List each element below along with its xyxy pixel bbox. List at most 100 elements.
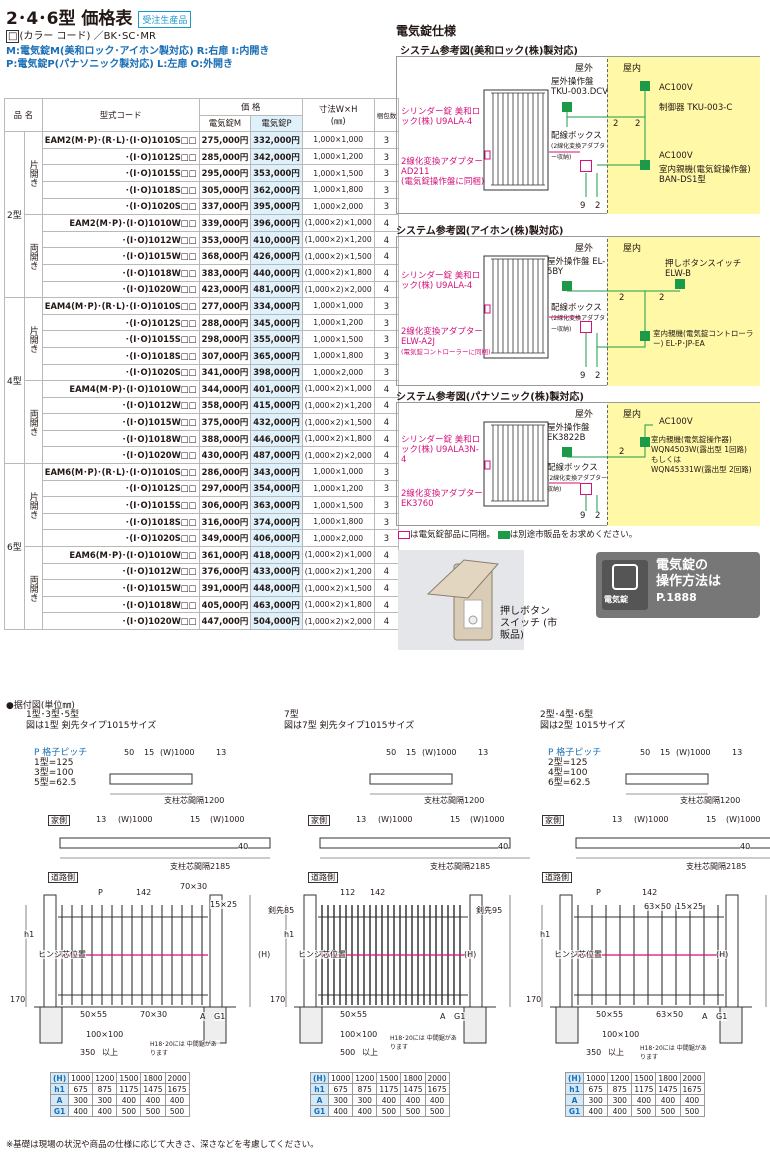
pm-cell: 337,000円 xyxy=(198,197,252,216)
pm-cell: 275,000円 xyxy=(198,131,252,149)
size-cell: 1,000×1,000 xyxy=(301,463,375,481)
dim-label: (W)1000 xyxy=(378,815,413,824)
dim-label: 以上 xyxy=(362,1048,378,1057)
pp-cell: 353,000円 xyxy=(250,164,303,182)
dim-cell: 1675 xyxy=(424,1083,450,1095)
opening-cell: 両開き xyxy=(23,546,43,630)
pm-cell: 423,000円 xyxy=(198,280,252,299)
dim-label: 13 xyxy=(732,748,743,757)
dim-label: (W)1000 xyxy=(634,815,669,824)
pp-cell: 395,000円 xyxy=(250,197,303,216)
dim-label: 15 xyxy=(706,815,717,824)
sys1-ac1: AC100V xyxy=(659,83,693,93)
dim-label: 70×30 xyxy=(140,1010,168,1019)
code-cell: EAM6(M･P)･(R･L)･(I･O)1010S□□ xyxy=(41,463,200,481)
dim-label: 以上 xyxy=(608,1048,624,1057)
sys1-n2c: 2 xyxy=(595,201,601,211)
pp-cell: 410,000円 xyxy=(250,230,303,249)
sys3-outside: 屋外 xyxy=(575,410,594,420)
dim-cell: 400 xyxy=(164,1094,190,1106)
dim-label: 63×50 xyxy=(656,1010,684,1019)
pm-cell: 341,000円 xyxy=(198,363,252,382)
pm-cell: 295,000円 xyxy=(198,164,252,182)
dim-cell: 400 xyxy=(328,1105,354,1117)
dim-cell: 400 xyxy=(92,1105,118,1117)
page-title: 2･4･6型 価格表受注生産品 xyxy=(6,4,192,29)
pm-cell: 307,000円 xyxy=(198,346,252,365)
dim-cell: G1 xyxy=(564,1105,585,1117)
size-cell: 1,000×1,000 xyxy=(301,131,375,149)
dim-label: 40 xyxy=(498,842,509,851)
dim-cell: 1000 xyxy=(583,1072,609,1084)
code-cell: ･(I･O)1012S□□ xyxy=(41,313,200,332)
dim-label: 350 xyxy=(586,1048,602,1057)
dim-label: 100×100 xyxy=(86,1030,124,1039)
dim-cell: 500 xyxy=(140,1105,166,1117)
code-cell: ･(I･O)1020W□□ xyxy=(41,446,200,465)
dim-cell: 1200 xyxy=(607,1072,633,1084)
dim-label: 13 xyxy=(478,748,489,757)
sys2-n2c: 2 xyxy=(595,371,601,381)
size-cell: (1,000×2)×1,000 xyxy=(301,214,375,232)
dim-label: h1 xyxy=(540,930,551,939)
dim-cell: 1000 xyxy=(328,1072,354,1084)
pp-cell: 463,000円 xyxy=(250,595,303,614)
dim-label: 15 xyxy=(450,815,461,824)
dim-label: (W)1000 xyxy=(422,748,457,757)
pm-cell: 349,000円 xyxy=(198,529,252,548)
opening-cell: 両開き xyxy=(23,214,43,299)
dim-cell: 1500 xyxy=(376,1072,402,1084)
dim-label: 道路側 xyxy=(542,872,572,883)
pp-cell: 334,000円 xyxy=(250,297,303,315)
dim-label: 支柱芯間隔1200 xyxy=(164,796,225,805)
pm-cell: 391,000円 xyxy=(198,579,252,597)
code-cell: ･(I･O)1015W□□ xyxy=(41,579,200,597)
pp-cell: 362,000円 xyxy=(250,180,303,199)
code-cell: ･(I･O)1020W□□ xyxy=(41,280,200,299)
dim-cell: 1675 xyxy=(164,1083,190,1095)
sys1-panel: 屋外操作盤 TKU-003.DCV xyxy=(551,77,609,97)
pp-cell: 398,000円 xyxy=(250,363,303,382)
pp-cell: 343,000円 xyxy=(250,463,303,481)
dim-label: 15×25 xyxy=(676,902,704,911)
sys1-title: システム参考図(美和ロック(株)製対応) xyxy=(400,46,578,57)
pp-cell: 401,000円 xyxy=(250,380,303,398)
size-cell: 1,000×1,200 xyxy=(301,147,375,166)
pp-cell: 448,000円 xyxy=(250,579,303,597)
installation-drawings xyxy=(25,773,770,1044)
dim-label: 支柱芯間隔1200 xyxy=(680,796,741,805)
dim-label: 170 xyxy=(10,995,26,1004)
dim-cell: 1175 xyxy=(116,1083,142,1095)
pp-cell: 365,000円 xyxy=(250,346,303,365)
sys3-gate-icon xyxy=(483,421,549,507)
dim-label: 170 xyxy=(270,995,286,1004)
pp-cell: 504,000円 xyxy=(250,612,303,630)
sys2-n2a: 2 xyxy=(619,293,625,303)
sys1-n2a: 2 xyxy=(613,119,619,129)
dim-cell: (H) xyxy=(309,1072,330,1084)
code-cell: ･(I･O)1012S□□ xyxy=(41,479,200,498)
dim-label: 50 xyxy=(386,748,397,757)
dim-label: 40 xyxy=(740,842,751,851)
dim-cell: (H) xyxy=(564,1072,585,1084)
dim-label: H18･20には 中間鋸があります xyxy=(150,1040,220,1058)
dim-label: (W)1000 xyxy=(676,748,711,757)
d2-title: 7型図は7型 剣先タイプ1015サイズ xyxy=(284,710,415,731)
col-code: 型式コード xyxy=(41,97,200,133)
dim-cell: 675 xyxy=(328,1083,354,1095)
dim-cell: 875 xyxy=(92,1083,118,1095)
op-label: 電気錠 xyxy=(604,595,628,604)
dim-label: G1 xyxy=(716,1012,728,1021)
sys1-outside: 屋外 xyxy=(575,64,594,74)
opening-cell: 片開き xyxy=(23,463,43,548)
